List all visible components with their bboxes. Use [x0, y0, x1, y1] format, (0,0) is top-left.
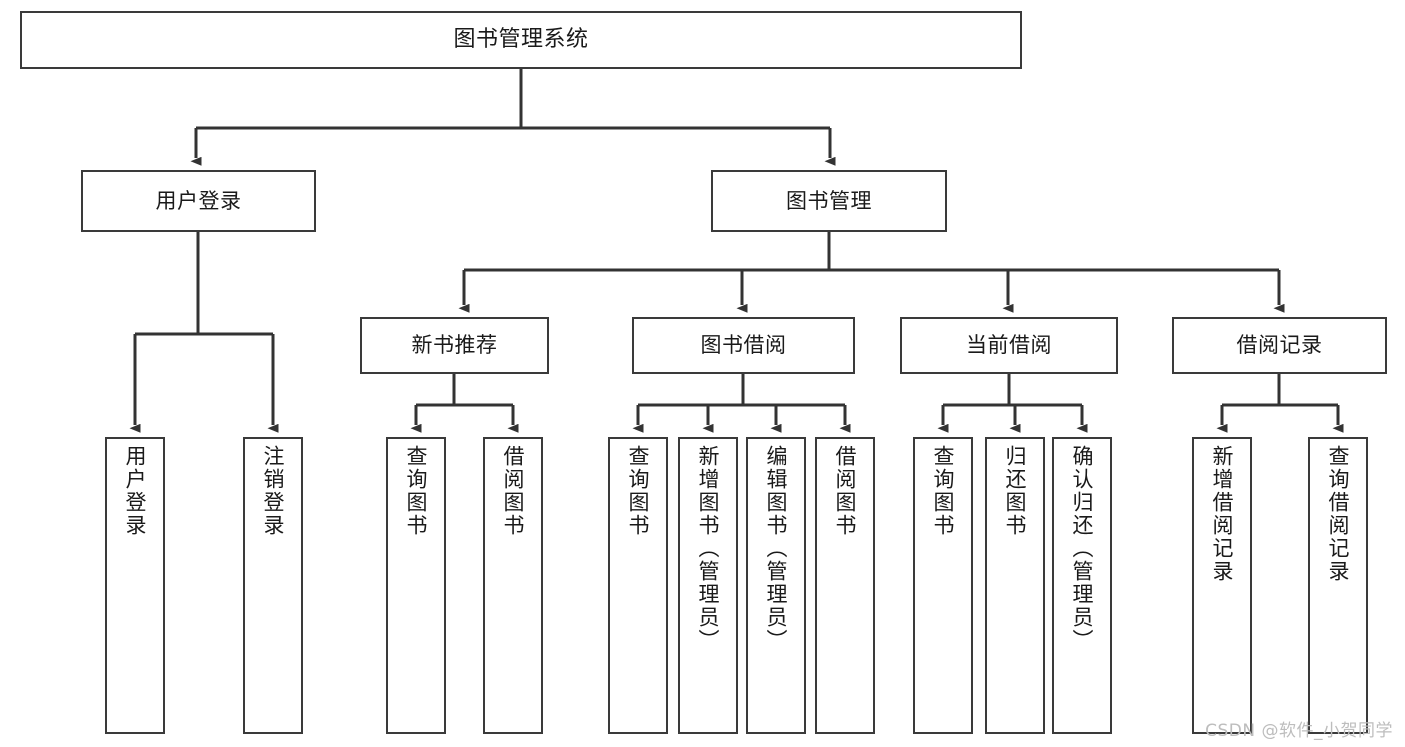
leaf-logout-login[interactable]: 注销登录: [243, 437, 303, 734]
node-borrow-record-label: 借阅记录: [1236, 333, 1323, 358]
node-book-management[interactable]: 图书管理: [711, 170, 947, 232]
leaf-logout-login-label: 注销登录: [261, 445, 286, 537]
leaf-user-login[interactable]: 用户登录: [105, 437, 165, 734]
node-borrow-record[interactable]: 借阅记录: [1172, 317, 1387, 374]
leaf-borrow-book-2[interactable]: 借阅图书: [815, 437, 875, 734]
leaf-add-borrow-record[interactable]: 新增借阅记录: [1192, 437, 1252, 734]
node-new-book-recommend-label: 新书推荐: [411, 333, 498, 358]
node-book-management-label: 图书管理: [786, 188, 872, 213]
leaf-confirm-return-admin-label: 确认归还（管理员）: [1070, 445, 1095, 652]
leaf-borrow-book-2-label: 借阅图书: [833, 445, 858, 537]
leaf-query-book-1[interactable]: 查询图书: [386, 437, 446, 734]
node-root[interactable]: 图书管理系统: [20, 11, 1022, 69]
node-root-label: 图书管理系统: [453, 27, 589, 53]
leaf-confirm-return-admin[interactable]: 确认归还（管理员）: [1052, 437, 1112, 734]
leaf-edit-book-admin[interactable]: 编辑图书（管理员）: [746, 437, 806, 734]
leaf-query-book-3[interactable]: 查询图书: [913, 437, 973, 734]
leaf-query-book-2[interactable]: 查询图书: [608, 437, 668, 734]
node-book-borrow[interactable]: 图书借阅: [632, 317, 855, 374]
node-new-book-recommend[interactable]: 新书推荐: [360, 317, 549, 374]
leaf-add-book-admin[interactable]: 新增图书（管理员）: [678, 437, 738, 734]
node-user-login-label: 用户登录: [155, 188, 242, 213]
node-current-borrow-label: 当前借阅: [966, 333, 1052, 358]
leaf-user-login-label: 用户登录: [123, 445, 148, 537]
leaf-borrow-book-1-label: 借阅图书: [501, 445, 526, 537]
leaf-query-book-1-label: 查询图书: [404, 445, 429, 537]
leaf-query-borrow-record-label: 查询借阅记录: [1326, 445, 1351, 583]
leaf-query-book-2-label: 查询图书: [626, 445, 651, 537]
leaf-add-book-admin-label: 新增图书（管理员）: [696, 445, 721, 652]
node-book-borrow-label: 图书借阅: [700, 333, 787, 358]
csdn-watermark: CSDN @软件_小贺同学: [1205, 721, 1393, 741]
leaf-return-book-label: 归还图书: [1003, 445, 1028, 537]
leaf-query-borrow-record[interactable]: 查询借阅记录: [1308, 437, 1368, 734]
leaf-add-borrow-record-label: 新增借阅记录: [1210, 445, 1235, 583]
leaf-edit-book-admin-label: 编辑图书（管理员）: [764, 445, 789, 652]
leaf-borrow-book-1[interactable]: 借阅图书: [483, 437, 543, 734]
leaf-return-book[interactable]: 归还图书: [985, 437, 1045, 734]
node-user-login[interactable]: 用户登录: [81, 170, 316, 232]
node-current-borrow[interactable]: 当前借阅: [900, 317, 1118, 374]
leaf-query-book-3-label: 查询图书: [931, 445, 956, 537]
